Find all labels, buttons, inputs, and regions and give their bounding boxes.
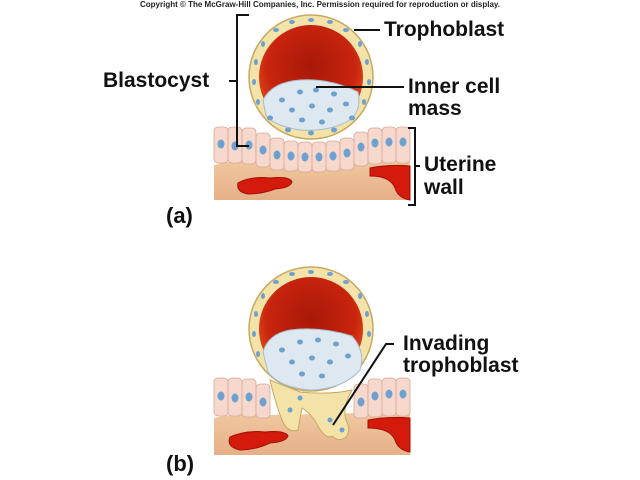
blood-vessel-a-left bbox=[237, 177, 293, 195]
panel-a-illustration bbox=[213, 14, 420, 206]
leader-lines-a bbox=[229, 14, 420, 206]
blood-vessel-b-right bbox=[367, 416, 411, 453]
blood-vessel-a-right bbox=[369, 164, 411, 201]
label-trophoblast: Trophoblast bbox=[384, 18, 505, 41]
panel-letter-a: (a) bbox=[166, 203, 193, 228]
uterine-wall-b bbox=[213, 377, 411, 455]
blastocyst-bracket bbox=[236, 14, 249, 147]
label-invading-line2: trophoblast bbox=[403, 354, 519, 377]
panel-b-illustration bbox=[213, 266, 411, 455]
label-uterine-wall-line1: Uterine bbox=[424, 153, 497, 176]
uterine-wall-a bbox=[213, 126, 411, 201]
label-inner-cell-mass-line1: Inner cell bbox=[408, 75, 501, 98]
trophoblast-nuclei-a bbox=[252, 18, 371, 136]
label-inner-cell-mass-line2: mass bbox=[408, 97, 462, 120]
label-blastocyst: Blastocyst bbox=[103, 69, 210, 92]
epithelium-nuclei-a bbox=[217, 137, 407, 162]
blood-vessel-b-left bbox=[228, 431, 289, 451]
panel-letter-b: (b) bbox=[166, 451, 195, 476]
label-invading-line1: Invading bbox=[403, 332, 490, 355]
label-uterine-wall-line2: wall bbox=[424, 176, 464, 199]
blastocyst-a bbox=[248, 14, 374, 140]
copyright-notice: Copyright © The McGraw-Hill Companies, I… bbox=[139, 0, 501, 9]
leader-lines-b bbox=[332, 343, 394, 426]
blastocyst-b bbox=[248, 266, 374, 441]
